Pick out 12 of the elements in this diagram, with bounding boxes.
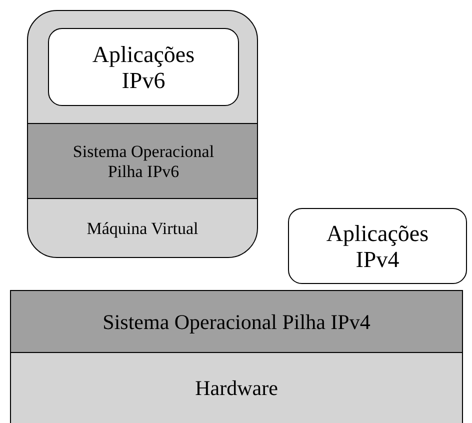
- layer-band: [10, 290, 463, 353]
- layer-label: Aplicações IPv6: [91, 42, 196, 94]
- application-box: [288, 208, 467, 284]
- layer-label: Aplicações IPv4: [325, 220, 430, 274]
- layer-band: [10, 352, 463, 423]
- layer-label: Máquina Virtual: [86, 219, 198, 239]
- layer-band: [28, 123, 257, 199]
- layer-label: Sistema Operacional Pilha IPv4: [102, 310, 370, 335]
- virtual-machine-box: [27, 10, 258, 258]
- application-box: [48, 28, 239, 106]
- layer-label: Hardware: [195, 376, 278, 400]
- layer-label: Sistema Operacional Pilha IPv6: [72, 142, 216, 182]
